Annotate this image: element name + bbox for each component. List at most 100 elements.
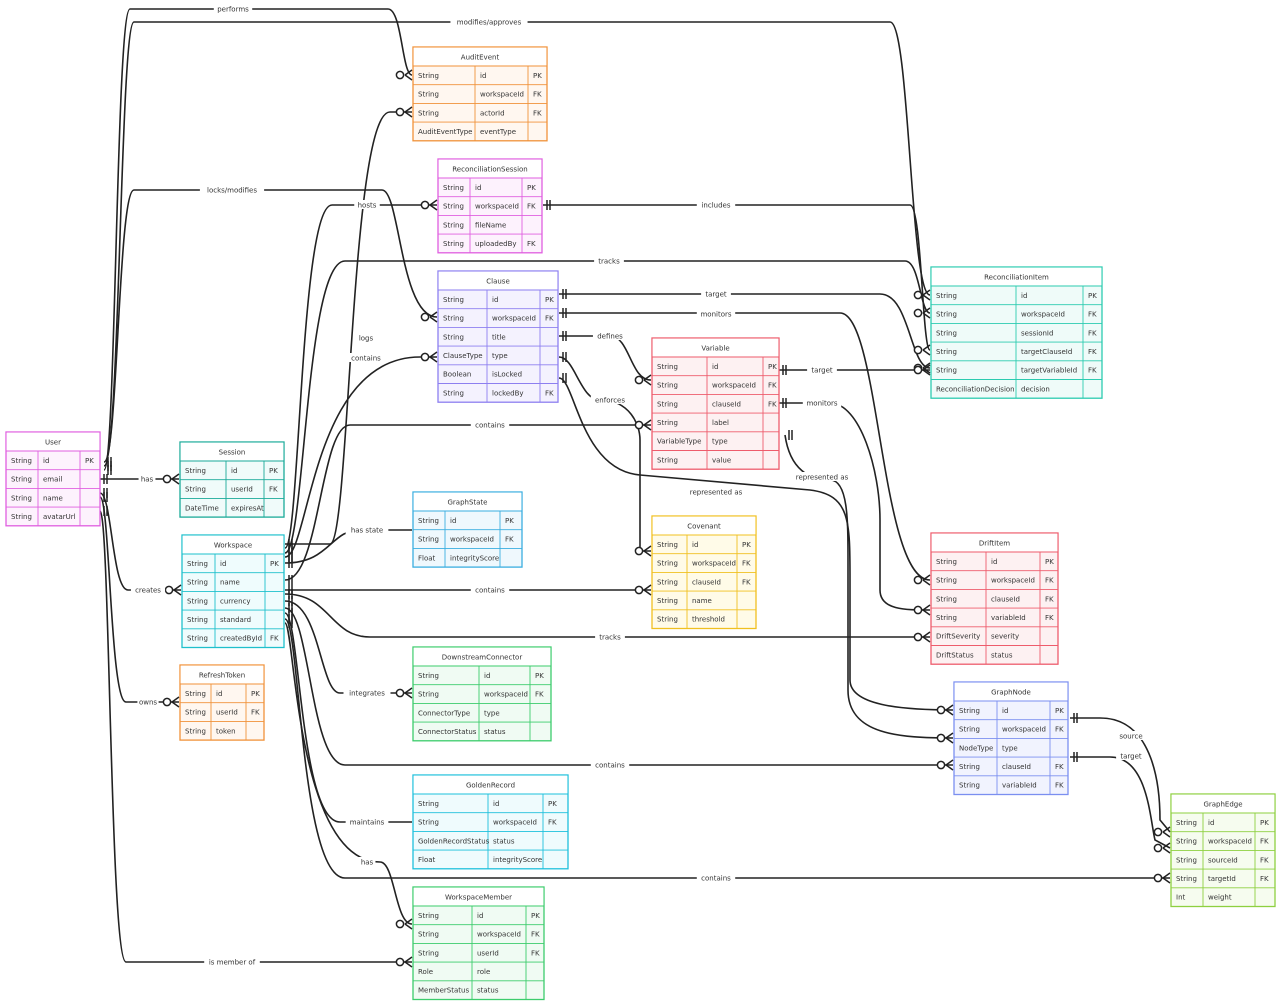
attribute-key: FK (1088, 311, 1097, 319)
attribute-type: String (418, 517, 439, 525)
attribute-name: id (480, 72, 486, 80)
attribute-key: FK (527, 240, 536, 248)
attribute-type: String (187, 635, 208, 643)
attribute-type: String (418, 672, 439, 680)
relationship-label-bg (450, 17, 528, 26)
relationship-label-bg (204, 957, 260, 966)
relationship-label: tracks (598, 258, 620, 266)
attribute-type: String (959, 782, 980, 790)
zero-many-cardinality-marker (395, 956, 413, 968)
attribute-key: FK (1055, 763, 1064, 771)
attribute-type: ClauseType (443, 352, 483, 360)
relationship-label: represented as (690, 489, 743, 497)
attribute-type: String (443, 296, 464, 304)
attribute-name: standard (220, 616, 251, 624)
one-cardinality-marker (562, 373, 567, 383)
attribute-key: FK (1045, 614, 1054, 622)
relationship-label: logs (359, 335, 374, 343)
one-cardinality-marker (782, 398, 787, 408)
attribute-type: String (11, 494, 32, 502)
attribute-key: PK (85, 457, 94, 465)
attribute-name: clauseId (991, 595, 1020, 603)
attribute-name: currency (220, 597, 251, 605)
attribute-type: DriftStatus (936, 651, 974, 659)
relationship-label-bg (696, 200, 736, 209)
relationship-target (1070, 756, 1171, 849)
relationship-defines (559, 335, 652, 381)
attribute-name: id (1208, 819, 1214, 827)
relationship-label: contains (595, 762, 625, 770)
relationship-label: target (705, 291, 727, 299)
attribute-name: targetVariableId (1021, 367, 1077, 375)
relationship-owns (99, 496, 179, 703)
relationship-label: has (141, 476, 154, 484)
attribute-key: FK (1088, 348, 1097, 356)
attribute-key: FK (548, 819, 557, 827)
entity-header (413, 647, 551, 666)
attribute-name: label (712, 419, 729, 427)
relationship-label-bg (696, 873, 736, 882)
entity-box (437, 270, 559, 403)
relationship-label: represented as (796, 474, 849, 482)
attribute-type: String (657, 560, 678, 568)
attribute-type: ReconciliationDecision (936, 385, 1015, 393)
one-cardinality-marker (107, 457, 112, 467)
attribute-type: String (443, 333, 464, 341)
attribute-name: sessionId (1021, 329, 1053, 337)
attribute-key: FK (535, 691, 544, 699)
cardinality-markers (103, 69, 1171, 968)
attribute-name: severity (991, 633, 1019, 641)
attribute-name: id (231, 467, 237, 475)
attribute-type: String (657, 456, 678, 464)
attribute-name: status (493, 837, 515, 845)
relationship-is-member-of (99, 510, 412, 963)
zero-many-cardinality-marker (913, 307, 931, 319)
relationship-has (284, 622, 413, 925)
relationship-label: target (1120, 753, 1142, 761)
attribute-name: id (1021, 292, 1027, 300)
relationship-label: defines (597, 333, 623, 341)
attribute-key: FK (768, 400, 777, 408)
entity-header (931, 533, 1058, 552)
attribute-name: status (477, 987, 499, 995)
attribute-name: targetId (1208, 875, 1236, 883)
zero-many-cardinality-marker (913, 289, 931, 301)
attribute-key: FK (1088, 329, 1097, 337)
one-cardinality-marker (546, 200, 551, 210)
one-cardinality-marker (288, 558, 293, 568)
attribute-name: name (220, 579, 240, 587)
relationship-label-bg (345, 525, 389, 534)
zero-many-cardinality-marker (162, 696, 180, 708)
zero-many-cardinality-marker (913, 604, 931, 616)
relationship-logs (285, 111, 412, 545)
attribute-type: String (936, 329, 957, 337)
attribute-name: integrityScore (450, 554, 499, 562)
zero-many-cardinality-marker (1153, 842, 1171, 854)
attribute-name: decision (1021, 385, 1050, 393)
entity-header (931, 267, 1102, 286)
attribute-type: AuditEventType (418, 128, 473, 136)
attribute-name: clauseId (692, 578, 721, 586)
relationship-target (559, 293, 931, 369)
attribute-key: FK (742, 560, 751, 568)
zero-many-cardinality-marker (395, 918, 413, 930)
attribute-type: String (657, 597, 678, 605)
relationship-label-bg (138, 474, 156, 483)
attribute-name: title (492, 333, 506, 341)
attribute-type: String (11, 457, 32, 465)
attribute-type: String (418, 691, 439, 699)
relationship-monitors (779, 402, 931, 611)
attribute-key: FK (1045, 595, 1054, 603)
relationship-label: modifies/approves (457, 19, 522, 27)
one-cardinality-marker (562, 352, 567, 362)
entity-header (182, 535, 284, 554)
attribute-name: workspaceId (484, 691, 528, 699)
zero-many-cardinality-marker (1153, 872, 1171, 884)
attribute-type: String (418, 109, 439, 117)
